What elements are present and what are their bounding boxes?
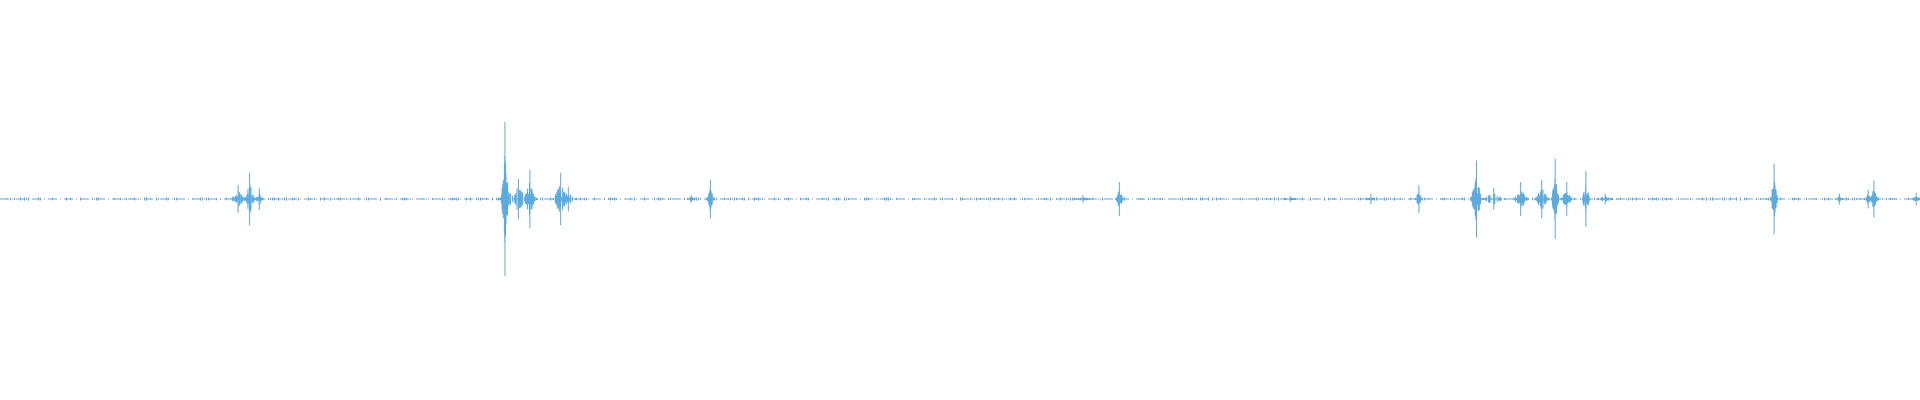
waveform-samples [0, 122, 1920, 276]
